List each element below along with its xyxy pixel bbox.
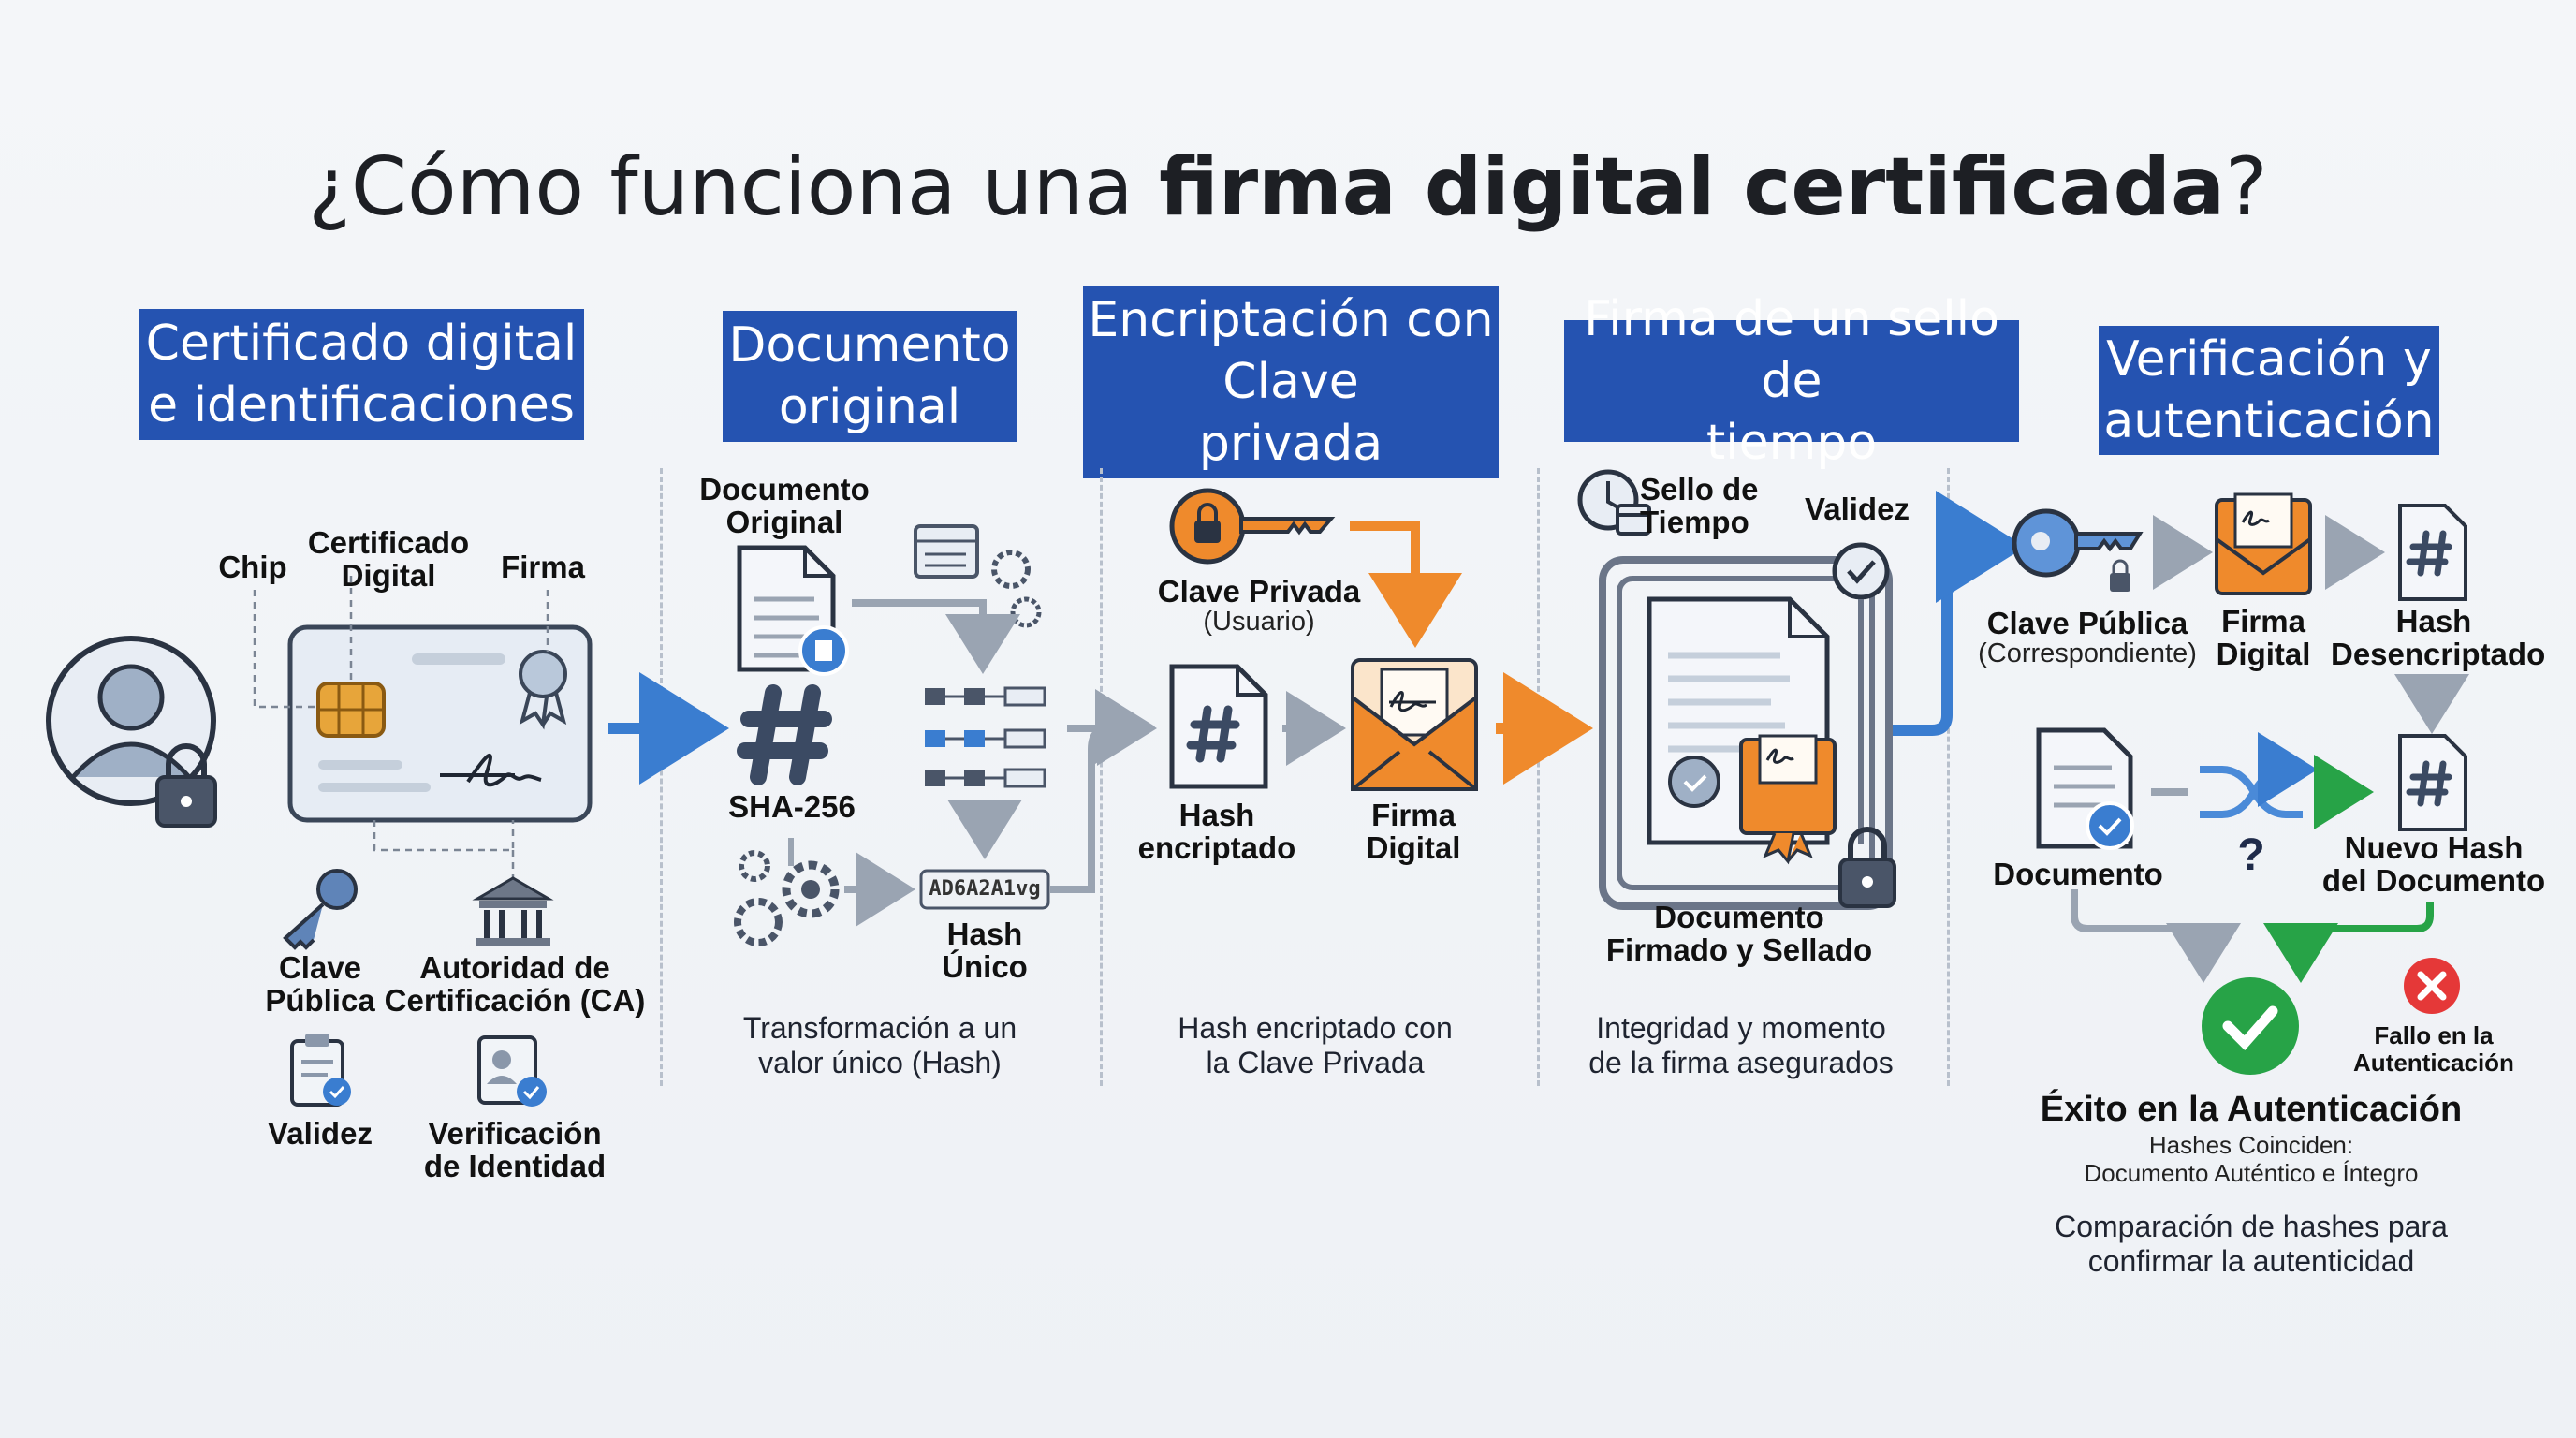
hash-unico-label: Hash Único	[942, 917, 1028, 984]
header-sello: Firma de un sello de tiempo	[1564, 291, 2019, 471]
key-icon	[283, 869, 358, 950]
autoridad-label: Autoridad de Certificación (CA)	[384, 950, 646, 1018]
header-verificacion-text: Verificación y autenticación	[2103, 331, 2435, 449]
hash-encriptado-label: Hash encriptado	[1137, 798, 1296, 865]
caption-encriptacion: Hash encriptado con la Clave Privada	[1178, 1011, 1453, 1079]
user-lock-icon	[46, 636, 217, 828]
hash-icon	[737, 684, 832, 785]
header-encriptacion: Encriptación con Clave privada	[1083, 286, 1499, 478]
validez-label-2: Validez	[1805, 492, 1910, 526]
title-prefix: ¿Cómo funciona una	[308, 140, 1159, 234]
envelope-signature-icon	[1351, 658, 1478, 791]
hash-desencriptado-label: Hash Desencriptado	[2331, 604, 2546, 671]
correspondiente-label: (Correspondiente)	[1978, 638, 2197, 668]
envelope-signature-icon-2	[2215, 492, 2312, 595]
divider-4	[1947, 468, 1950, 1086]
exito-label: Éxito en la Autenticación	[2040, 1090, 2463, 1129]
clave-privada-label: Clave Privada	[1157, 574, 1361, 609]
gear-icon	[734, 838, 840, 946]
header-certificado-text: Certificado digital e identificaciones	[145, 315, 578, 433]
hash-doc-icon-2	[2398, 504, 2467, 601]
question-mark: ?	[2237, 830, 2265, 880]
documento-original-label: Documento Original	[699, 472, 870, 539]
caption-documento: Transformación a un valor único (Hash)	[742, 1011, 1017, 1079]
hash-doc-icon-3	[2398, 734, 2467, 831]
caption-sello: Integridad y momento de la firma asegura…	[1588, 1011, 1894, 1079]
caption-verificacion: Comparación de hashes para confirmar la …	[2055, 1210, 2448, 1278]
document-check-icon	[2036, 727, 2134, 850]
header-documento: Documento original	[723, 311, 1017, 442]
flowchart-icon	[852, 524, 1046, 859]
usuario-label: (Usuario)	[1203, 607, 1315, 637]
shuffle-icon	[2200, 770, 2303, 814]
verificacion-label: Verificación de Identidad	[423, 1116, 607, 1183]
document-icon	[737, 545, 849, 676]
success-check-icon	[2202, 977, 2299, 1075]
seal-icon	[519, 650, 567, 730]
chip-icon	[316, 682, 386, 738]
validez-label: Validez	[268, 1116, 373, 1151]
certificado-label: Certificado Digital	[307, 525, 470, 593]
hash-doc-icon	[1169, 664, 1268, 789]
header-documento-text: Documento original	[728, 317, 1011, 435]
hash-code-box	[919, 869, 1050, 910]
documento-firmado-label: Documento Firmado y Sellado	[1605, 900, 1873, 967]
fail-x-icon	[2404, 958, 2460, 1014]
title-suffix: ?	[2225, 140, 2268, 234]
orange-key-icon	[1169, 488, 1336, 565]
page-title: ¿Cómo funciona una firma digital certifi…	[0, 140, 2576, 234]
signature-icon	[440, 753, 542, 787]
bank-icon	[472, 876, 554, 946]
certificate-card	[287, 624, 593, 823]
sha-label: SHA-256	[728, 789, 856, 824]
firma-digital-label: Firma Digital	[1366, 798, 1461, 865]
title-bold: firma digital certificada	[1159, 140, 2226, 234]
header-certificado: Certificado digital e identificaciones	[139, 309, 584, 440]
clave-publica-label-2: Clave Pública	[1986, 606, 2188, 640]
sello-label: Sello de Tiempo	[1640, 472, 1759, 539]
hash-code-text: AD6A2A1vg	[929, 877, 1041, 901]
padlock-icon	[1838, 827, 1896, 908]
calendar-icon	[1616, 504, 1651, 536]
header-verificacion: Verificación y autenticación	[2099, 326, 2439, 455]
fallo-label: Fallo en la Autenticación	[2353, 1021, 2514, 1077]
divider-2	[1100, 468, 1103, 1086]
hashes-label: Hashes Coinciden: Documento Auténtico e …	[2084, 1131, 2419, 1187]
chip-label: Chip	[218, 550, 287, 584]
header-sello-text: Firma de un sello de tiempo	[1584, 291, 1999, 471]
clave-publica-label: Clave Pública	[265, 950, 375, 1018]
clipboard-check-icon	[290, 1034, 351, 1107]
nuevo-hash-label: Nuevo Hash del Documento	[2321, 830, 2546, 898]
signed-document-frame	[1599, 542, 1893, 910]
firma-label: Firma	[501, 550, 585, 584]
firma-digital-label-2: Firma Digital	[2216, 604, 2311, 671]
documento-label: Documento	[1993, 857, 2163, 891]
header-encriptacion-text: Encriptación con Clave privada	[1088, 292, 1494, 472]
blue-key-icon	[2012, 508, 2144, 592]
id-check-icon	[477, 1035, 547, 1107]
